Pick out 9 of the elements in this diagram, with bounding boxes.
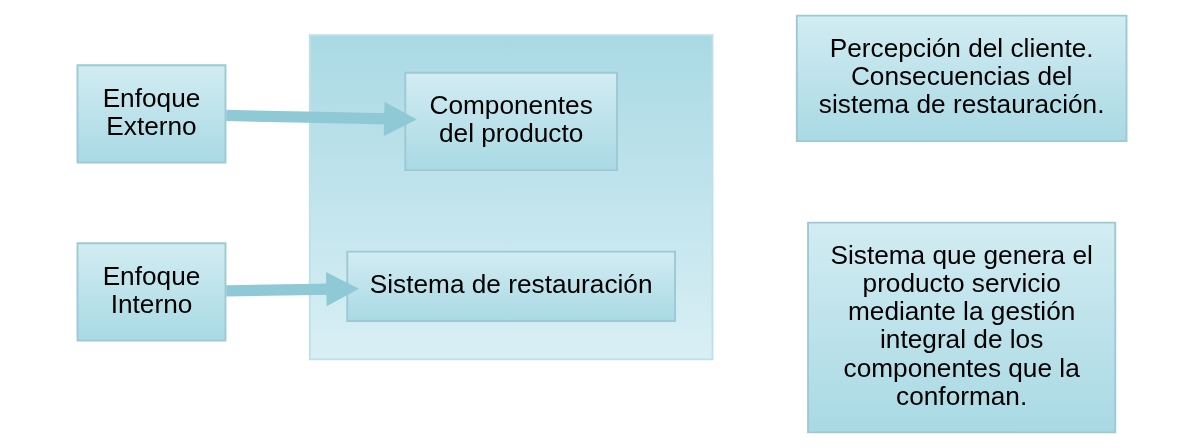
node-box: Sistema de restauración <box>345 250 676 322</box>
cluster <box>308 34 713 361</box>
node-box: Enfoque Interno <box>76 242 226 342</box>
node-box: Componentes del producto <box>403 71 618 172</box>
arrow <box>225 272 359 307</box>
node-box: Enfoque Externo <box>76 64 226 164</box>
arrow <box>225 101 417 136</box>
node-box: Percepción del cliente. Consecuencias del sistema de restauración. <box>795 14 1127 143</box>
node-box: Sistema que genera el producto servicio mediante la gestión integral de los componentes que la conforman. <box>806 221 1116 434</box>
